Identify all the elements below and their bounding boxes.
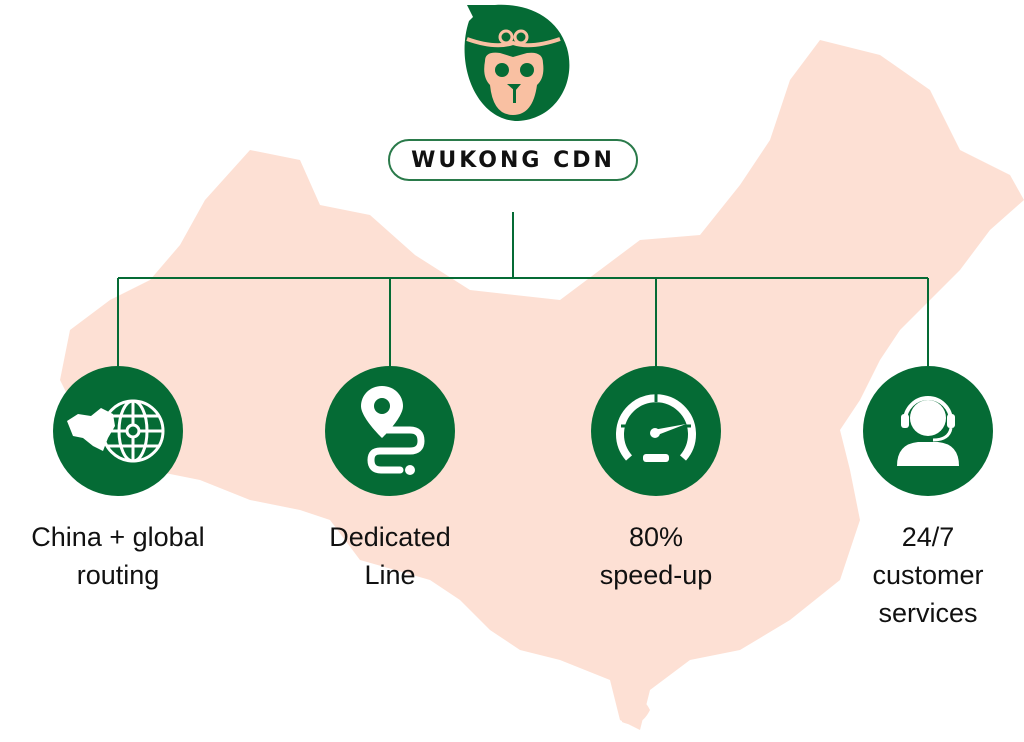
label-line: services	[878, 598, 978, 628]
wukong-monkey-logo	[464, 4, 570, 121]
label-line: customer	[872, 560, 984, 590]
label-line: routing	[76, 560, 160, 590]
label-line: speed-up	[599, 560, 713, 590]
feature-circle-support	[863, 366, 993, 496]
label-line: China + global	[31, 522, 205, 552]
feature-circle-speed	[591, 366, 721, 496]
feature-circle-routing	[53, 366, 183, 496]
label-line: 80%	[628, 522, 684, 552]
speedometer-icon	[616, 392, 696, 462]
label-line: Dedicated	[329, 522, 451, 552]
headset-agent-icon	[897, 396, 959, 466]
feature-label-dedicated-line: Dedicated Line	[270, 518, 510, 594]
feature-label-support: 24/7 customer services	[808, 518, 1024, 632]
feature-label-routing: China + global routing	[0, 518, 238, 594]
label-line: 24/7	[901, 522, 955, 552]
location-route-icon	[361, 386, 425, 475]
brand-badge: WUKONG CDN	[388, 139, 638, 181]
feature-label-speed: 80% speed-up	[536, 518, 776, 594]
brand-name: WUKONG CDN	[411, 147, 615, 173]
label-line: Line	[364, 560, 416, 590]
china-globe-routing-icon	[67, 399, 165, 463]
feature-circle-dedicated-line	[325, 366, 455, 496]
